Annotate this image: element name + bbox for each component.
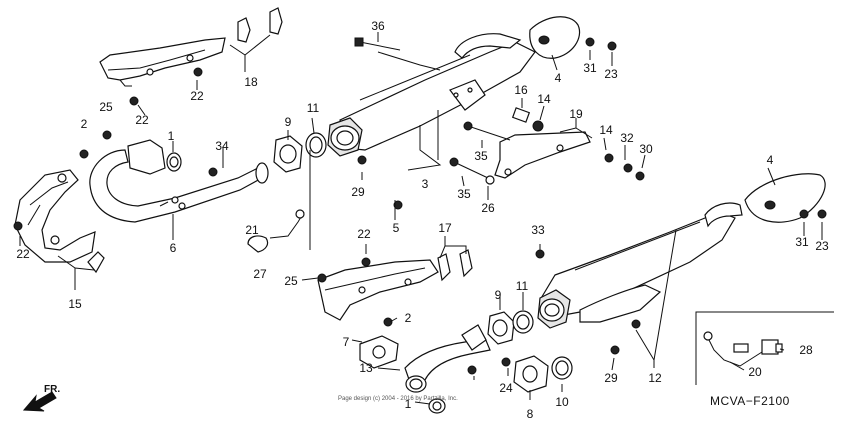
callout-labels: 1 1 2 2 3 4 4 5 6 7 8 9 9 10 11 11 12 13… [16, 19, 829, 421]
lower-shield-clips-17 [437, 249, 473, 282]
callout-12: 12 [648, 371, 662, 385]
callout-20: 20 [748, 365, 762, 379]
muffler-cover-4a [529, 16, 581, 59]
callout-17: 17 [438, 221, 452, 235]
callout-2: 2 [405, 311, 412, 325]
callout-4: 4 [555, 71, 562, 85]
bracket-bolt-35a [463, 121, 511, 141]
front-exhaust-pipe [89, 149, 269, 223]
callout-13: 13 [359, 361, 373, 375]
sensor-21 [269, 209, 305, 239]
callout-29: 29 [604, 371, 618, 385]
callout-18: 18 [244, 75, 258, 89]
lower-muffler [537, 202, 743, 329]
callout-31: 31 [583, 61, 597, 75]
callout-32: 32 [620, 131, 634, 145]
callout-34: 34 [215, 139, 229, 153]
callout-25: 25 [99, 100, 113, 114]
callout-11: 11 [307, 101, 320, 115]
callout-35: 35 [474, 149, 488, 163]
diagram-code: MCVA−F2100 [710, 394, 790, 408]
callout-16: 16 [514, 83, 528, 97]
shield-clip-15 [87, 251, 105, 274]
leader-lines [19, 32, 823, 405]
callout-11: 11 [516, 279, 529, 293]
callout-21: 21 [245, 223, 259, 237]
upper-heat-shield [99, 37, 226, 87]
callout-2: 2 [81, 117, 88, 131]
heat-shield-clip-18a [237, 7, 283, 43]
fastener-set [13, 37, 827, 375]
exhaust-gasket-1b [428, 398, 446, 414]
clamp-8 [513, 355, 549, 393]
exhaust-flange-1 [127, 139, 182, 175]
callout-28: 28 [799, 343, 813, 357]
callout-14: 14 [537, 92, 551, 106]
callout-35: 35 [457, 187, 471, 201]
callout-9: 9 [495, 288, 502, 302]
callout-15: 15 [68, 297, 82, 311]
bracket-bolt-35b [449, 157, 495, 185]
upper-bracket-19 [494, 131, 591, 179]
callout-1: 1 [405, 397, 412, 411]
callout-27: 27 [253, 267, 267, 281]
gasket-11a [305, 132, 327, 158]
bolt-36 [354, 37, 401, 51]
front-heat-shield [14, 169, 96, 263]
callout-23: 23 [604, 67, 618, 81]
callout-1: 1 [168, 129, 175, 143]
callout-19: 19 [569, 107, 583, 121]
callout-5: 5 [393, 221, 400, 235]
callout-6: 6 [170, 241, 177, 255]
callout-24: 24 [499, 381, 513, 395]
callout-7: 7 [343, 335, 350, 349]
callout-30: 30 [639, 142, 653, 156]
clamp-9b [487, 311, 515, 345]
joint-flange-7 [359, 335, 399, 369]
callout-22: 22 [16, 247, 30, 261]
front-direction-arrow: FR. [22, 384, 60, 412]
muffler-cover-4b [744, 173, 826, 223]
callout-25: 25 [284, 274, 298, 288]
sensor-20 [703, 331, 763, 367]
copyright-text: Page design (c) 2004 - 2016 by Partzilla… [338, 396, 458, 402]
clip-27 [247, 235, 269, 253]
callout-14: 14 [599, 123, 613, 137]
callout-22: 22 [357, 227, 371, 241]
upper-muffler [327, 33, 536, 157]
lower-heat-shield [317, 259, 439, 321]
callout-29: 29 [351, 185, 365, 199]
gasket-11b [512, 310, 534, 334]
callout-31: 31 [795, 235, 809, 249]
callout-36: 36 [371, 19, 385, 33]
callout-8: 8 [527, 407, 534, 421]
clamp-9a [273, 135, 303, 173]
lower-exhaust-pipe [404, 324, 491, 393]
callout-33: 33 [531, 223, 545, 237]
callout-26: 26 [481, 201, 495, 215]
callout-9: 9 [285, 115, 292, 129]
gasket-10 [551, 356, 573, 380]
connector-28 [761, 339, 783, 355]
callout-3: 3 [422, 177, 429, 191]
callout-22: 22 [190, 89, 204, 103]
callout-22: 22 [135, 113, 149, 127]
bracket-bolt-16 [511, 107, 544, 132]
front-direction-label: FR. [44, 384, 60, 395]
sensor-bracket-frame [309, 150, 834, 385]
callout-10: 10 [555, 395, 569, 409]
callout-4: 4 [767, 153, 774, 167]
callout-23: 23 [815, 239, 829, 253]
